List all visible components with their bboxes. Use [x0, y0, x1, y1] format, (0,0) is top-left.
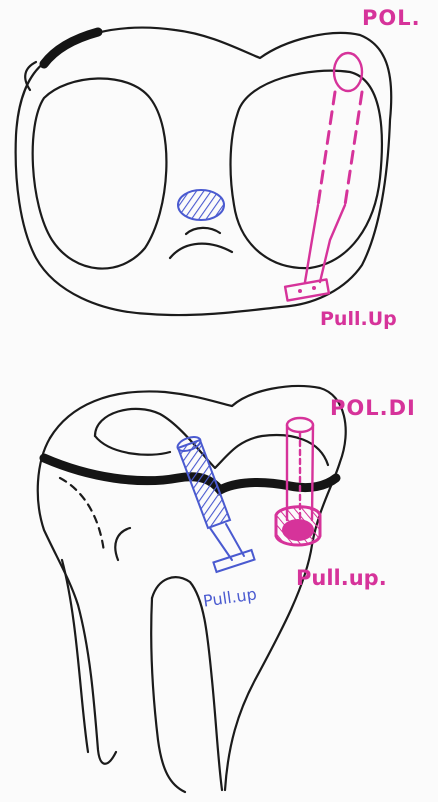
shaft-inner	[151, 598, 185, 792]
central-tunnel-icon	[178, 190, 224, 220]
bottom-pol-label: POL.DI	[330, 396, 416, 420]
tubercle-curve	[115, 528, 130, 560]
button-hole-icon	[298, 289, 302, 293]
posterior-notch	[25, 62, 36, 90]
graft-tunnel-left-wall	[318, 92, 335, 205]
medial-compartment	[33, 78, 167, 268]
graft-top-view	[285, 53, 362, 301]
graft-suture-right	[320, 205, 345, 282]
lateral-compartment	[231, 71, 382, 268]
graft-suture-left	[305, 205, 318, 282]
blue-graft-frontal	[176, 434, 255, 572]
blue-button-icon	[213, 550, 254, 572]
graft-tunnel-right-wall	[345, 92, 362, 205]
intercondylar-notch	[95, 409, 328, 468]
notch-inner	[95, 436, 170, 455]
magenta-graft-top	[287, 418, 313, 432]
magenta-graft-fill	[282, 519, 314, 541]
tibial-spine-mark-2	[186, 228, 220, 234]
tibia-lateral-edge	[38, 438, 116, 764]
fibula-left	[62, 560, 88, 752]
top-pol-label: POL.	[362, 6, 421, 30]
tibial-spine-mark	[170, 244, 232, 258]
top-pull-up-label: Pull.Up	[320, 308, 397, 330]
dashed-curve	[60, 478, 104, 552]
bottom-pull-up-magenta-label: Pull.up.	[296, 566, 387, 590]
posterior-rim	[44, 32, 98, 64]
button-hole-icon	[312, 286, 316, 290]
